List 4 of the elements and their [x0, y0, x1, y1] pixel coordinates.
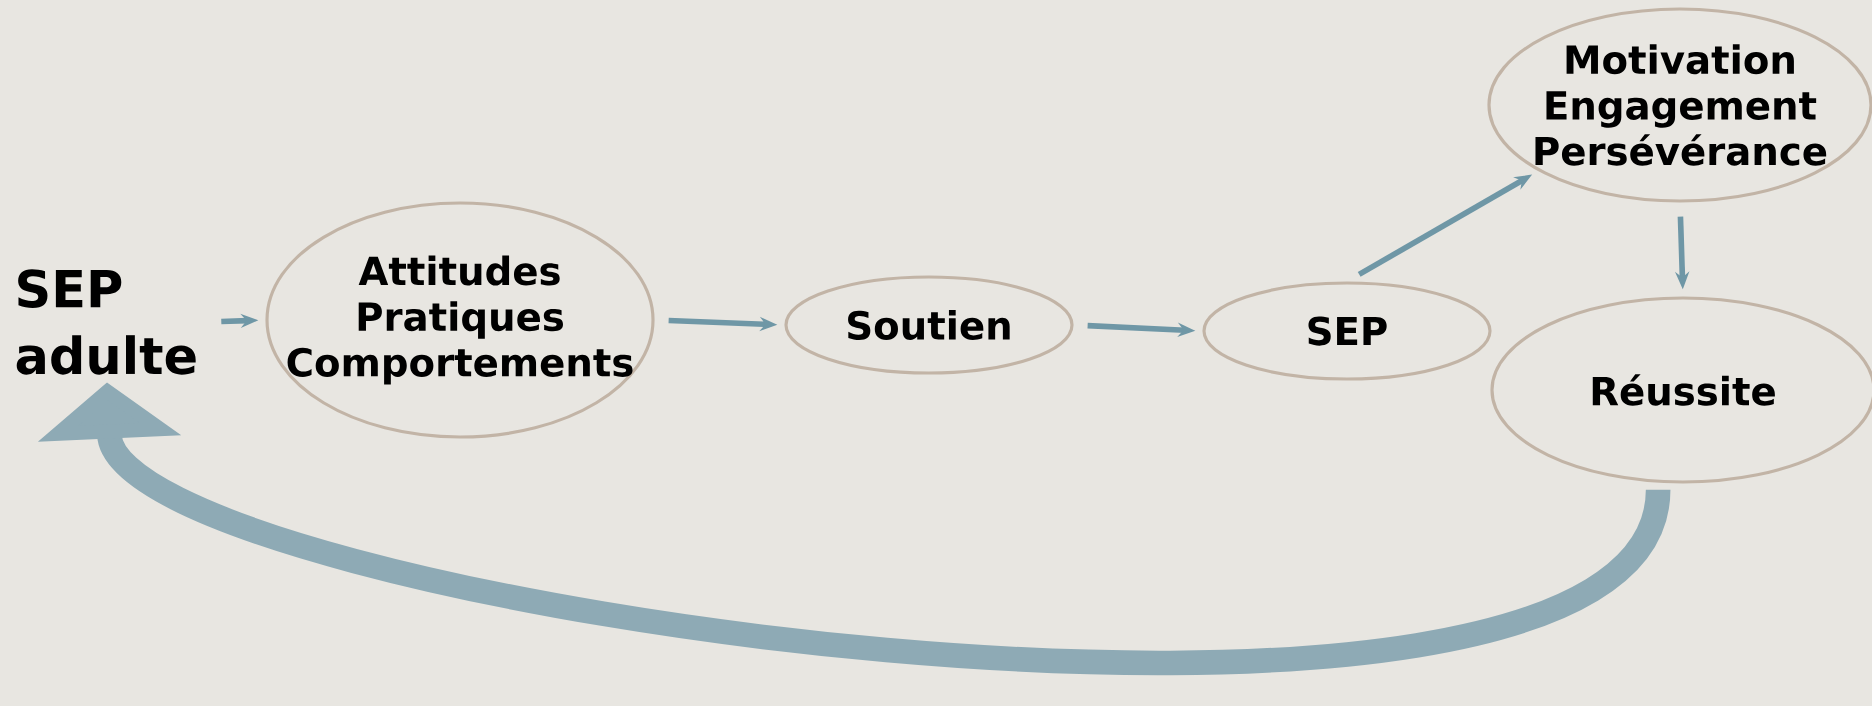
ellipse-node: Attitudes Pratiques Comportements	[265, 201, 655, 439]
ellipse-node: SEP	[1202, 281, 1492, 381]
ellipse-node: Soutien	[784, 275, 1074, 375]
label-text: SEP adulte	[16, 269, 196, 375]
